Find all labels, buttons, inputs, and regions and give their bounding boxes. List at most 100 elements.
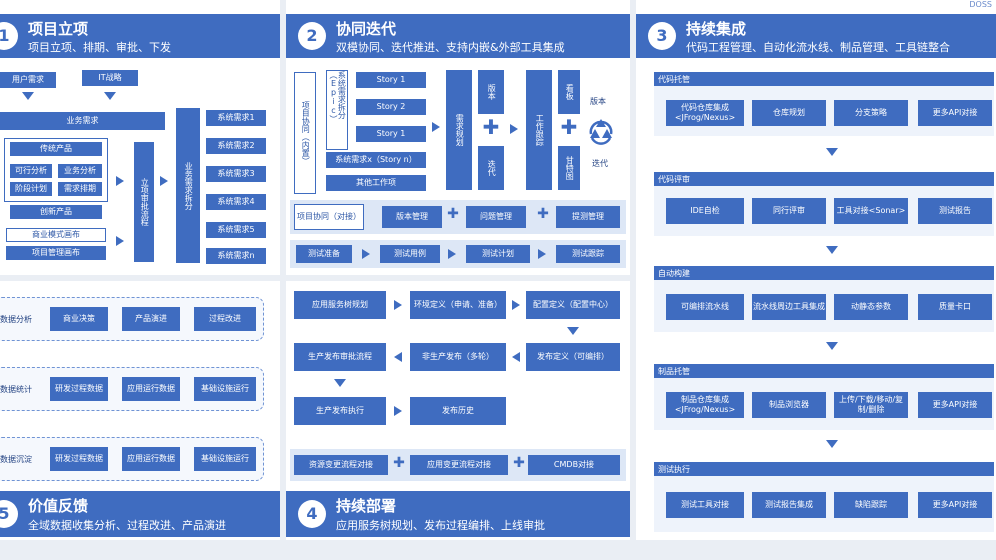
step-number: 1 [0, 22, 18, 50]
section-header: 代码评审 [654, 172, 994, 186]
bug-management: 提测管理 [556, 206, 620, 228]
iteration-label: 迭代 [592, 159, 608, 168]
panel-subtitle: 项目立项、排期、审批、下发 [28, 41, 171, 54]
other-work-items: 其他工作项 [326, 175, 426, 191]
arrow-left-icon [394, 352, 402, 362]
plus-icon: ✚ [513, 455, 525, 471]
row-item: 应用运行数据 [122, 377, 180, 401]
arrow-down-icon [334, 379, 346, 387]
panel3-header: 3 持续集成 代码工程管理、自动化流水线、制品管理、工具链整合 [636, 14, 996, 58]
story-item: Story 2 [356, 99, 426, 115]
section-item: 流水线周边工具集成 [752, 294, 826, 320]
arrow-down-icon [22, 92, 34, 100]
business-demand: 业务需求 [0, 112, 165, 130]
arrow-right-icon [394, 406, 402, 416]
section-item: 测试工具对接 [666, 492, 744, 518]
panel-subtitle: 代码工程管理、自动化流水线、制品管理、工具链整合 [686, 41, 950, 54]
arrow-right-icon [116, 236, 124, 246]
row-item: 商业决策 [50, 307, 108, 331]
row-item: 应用运行数据 [122, 447, 180, 471]
business-analysis: 业务分析 [58, 164, 102, 178]
section-item: 仓库规划 [752, 100, 826, 126]
project-collab-external: 项目协同（对接） [294, 204, 364, 230]
section-item: 同行评审 [752, 198, 826, 224]
config-definition: 配置定义（配置中心） [526, 291, 620, 319]
section-header: 代码托管 [654, 72, 994, 86]
release-definition: 发布定义（可编排） [526, 343, 620, 371]
row-label: 数据统计 [0, 385, 32, 394]
arrow-right-icon [116, 176, 124, 186]
section-item: 上传/下载/移动/复制/删除 [834, 392, 908, 418]
row-item: 基础设施运行 [194, 447, 256, 471]
row-item: 研发过程数据 [50, 447, 108, 471]
test-plan: 测试计划 [466, 245, 530, 263]
plus-icon: ✚ [537, 206, 549, 222]
panel1-header: 1 项目立项 项目立项、排期、审批、下发 [0, 14, 280, 58]
section-item: 更多API对接 [918, 492, 992, 518]
version-management: 版本管理 [382, 206, 442, 228]
panel-title: 价值反馈 [28, 497, 89, 515]
recycle-icon [589, 119, 613, 145]
plus-icon: ✚ [560, 115, 578, 139]
plus-icon: ✚ [393, 455, 405, 471]
story-item: Story 1 [356, 126, 426, 142]
panel-project-initiation: 1 项目立项 项目立项、排期、审批、下发 用户需求 IT战略 业务需求 传统产品… [0, 0, 280, 275]
project-collab-internal: 项目协同（内置） [294, 72, 316, 194]
innovative-product: 创新产品 [10, 205, 102, 219]
project-canvas: 项目管理画布 [6, 246, 106, 260]
corner-logo: DOSS [969, 0, 992, 9]
panel2-header: 2 协同迭代 双模协同、迭代推进、支持内嵌&外部工具集成 [286, 14, 630, 58]
panel-title: 项目立项 [28, 20, 89, 38]
kanban: 看板 [558, 70, 580, 114]
gantt-chart: 甘特图 [558, 146, 580, 190]
panel-title: 协同迭代 [336, 20, 397, 38]
system-requirement: 系统需求3 [206, 166, 266, 182]
arrow-down-icon [104, 92, 116, 100]
panel-value-feedback: 数据分析 商业决策 产品演进 过程改进 数据统计 研发过程数据 应用运行数据 基… [0, 281, 280, 540]
approval-flow: 立项审批流程 [134, 142, 154, 262]
test-case: 测试用例 [380, 245, 440, 263]
panel-title: 持续部署 [336, 497, 397, 515]
arrow-left-icon [512, 352, 520, 362]
section-header: 自动构建 [654, 266, 994, 280]
system-requirement: 系统需求1 [206, 110, 266, 126]
requirement-planning: 需求规划 [446, 70, 472, 190]
panel-subtitle: 应用服务树规划、发布过程编排、上线审批 [336, 519, 545, 532]
environment-definition: 环境定义（申请、准备） [410, 291, 506, 319]
panel-title: 持续集成 [686, 20, 747, 38]
panel-collaborative-iteration: 2 协同迭代 双模协同、迭代推进、支持内嵌&外部工具集成 项目协同（内置） 系统… [286, 0, 630, 275]
section-item: 代码仓库集成<JFrog/Nexus> [666, 100, 744, 126]
release-history: 发布历史 [410, 397, 506, 425]
section-header: 测试执行 [654, 462, 994, 476]
panel-continuous-deployment: 应用服务树规划 环境定义（申请、准备） 配置定义（配置中心） 生产发布审批流程 … [286, 281, 630, 540]
arrow-right-icon [160, 176, 168, 186]
arrow-down-icon [567, 327, 579, 335]
step-number: 3 [648, 22, 676, 50]
cmdb-integration: CMDB对接 [528, 455, 620, 475]
panel-subtitle: 双模协同、迭代推进、支持内嵌&外部工具集成 [336, 41, 565, 54]
arrow-right-icon [362, 249, 370, 259]
system-requirement: 系统需求n [206, 248, 266, 264]
step-number: 5 [0, 500, 18, 528]
panel5-header: 5 价值反馈 全域数据收集分析、过程改进、产品演进 [0, 491, 280, 537]
row-item: 基础设施运行 [194, 377, 256, 401]
section-item: 工具对接<Sonar> [834, 198, 908, 224]
production-release-execution: 生产发布执行 [294, 397, 386, 425]
row-item: 产品演进 [122, 307, 180, 331]
feasibility: 可行分析 [10, 164, 52, 178]
row-label: 数据分析 [0, 315, 32, 324]
panel-continuous-integration: DOSS 3 持续集成 代码工程管理、自动化流水线、制品管理、工具链整合 代码托… [636, 0, 996, 540]
system-requirement: 系统需求4 [206, 194, 266, 210]
arrow-down-icon [826, 246, 838, 254]
work-tracking: 工作跟踪 [526, 70, 552, 190]
demand-schedule: 需求排期 [58, 182, 102, 196]
story-item: Story 1 [356, 72, 426, 88]
section-item: 可编排流水线 [666, 294, 744, 320]
production-release-approval: 生产发布审批流程 [294, 343, 386, 371]
row-item: 研发过程数据 [50, 377, 108, 401]
plus-icon: ✚ [482, 115, 500, 139]
row-label: 数据沉淀 [0, 455, 32, 464]
business-model-canvas: 商业模式画布 [6, 228, 106, 242]
non-production-release: 非生产发布（多轮） [410, 343, 506, 371]
row-item: 过程改进 [194, 307, 256, 331]
